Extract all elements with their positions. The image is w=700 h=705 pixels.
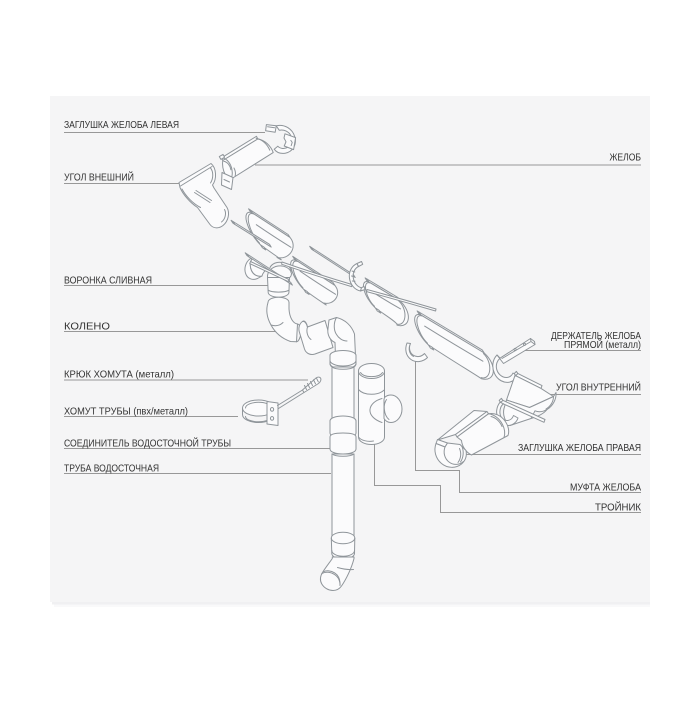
svg-text:ТРУБА ВОДОСТОЧНАЯ: ТРУБА ВОДОСТОЧНАЯ <box>64 463 159 475</box>
svg-text:ВОРОНКА СЛИВНАЯ: ВОРОНКА СЛИВНАЯ <box>64 274 152 286</box>
svg-text:ЗАГЛУШКА ЖЕЛОБА ПРАВАЯ: ЗАГЛУШКА ЖЕЛОБА ПРАВАЯ <box>518 442 641 454</box>
svg-text:КОЛЕНО: КОЛЕНО <box>64 321 110 333</box>
svg-text:ЖЕЛОБ: ЖЕЛОБ <box>610 152 642 164</box>
svg-text:УГОЛ ВНЕШНИЙ: УГОЛ ВНЕШНИЙ <box>64 171 134 184</box>
svg-text:УГОЛ ВНУТРЕННИЙ: УГОЛ ВНУТРЕННИЙ <box>556 381 641 394</box>
svg-text:ХОМУТ ТРУБЫ (пвх/металл): ХОМУТ ТРУБЫ (пвх/металл) <box>64 406 188 418</box>
svg-text:ПРЯМОЙ (металл): ПРЯМОЙ (металл) <box>564 338 641 351</box>
svg-text:СОЕДИНИТЕЛЬ ВОДОСТОЧНОЙ ТРУБЫ: СОЕДИНИТЕЛЬ ВОДОСТОЧНОЙ ТРУБЫ <box>64 436 231 449</box>
svg-text:ТРОЙНИК: ТРОЙНИК <box>595 501 642 514</box>
svg-text:ДЕРЖАТЕЛЬ ЖЕЛОБА: ДЕРЖАТЕЛЬ ЖЕЛОБА <box>551 330 641 342</box>
svg-text:КРЮК ХОМУТА (металл): КРЮК ХОМУТА (металл) <box>64 368 174 380</box>
svg-text:МУФТА ЖЕЛОБА: МУФТА ЖЕЛОБА <box>570 481 641 493</box>
svg-text:ЗАГЛУШКА ЖЕЛОБА ЛЕВАЯ: ЗАГЛУШКА ЖЕЛОБА ЛЕВАЯ <box>64 119 179 131</box>
